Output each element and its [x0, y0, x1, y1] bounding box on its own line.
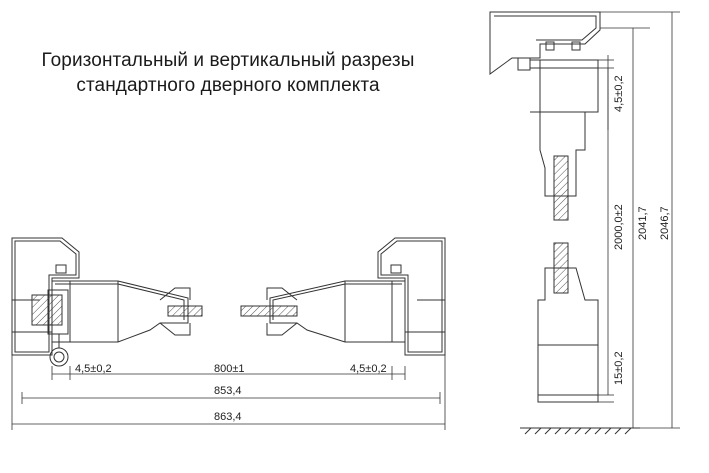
diagram-title-line-1: Горизонтальный и вертикальный разрезы — [41, 50, 415, 71]
dim-frame-gap-left: 4,5±0,2 — [75, 363, 112, 375]
left-door-leaf-profile — [51, 280, 191, 343]
top-frame-profile — [489, 11, 601, 75]
top-door-leaf-profile — [530, 59, 599, 197]
left-hinge — [31, 289, 69, 367]
right-door-leaf-profile — [266, 280, 406, 343]
vertical-dimension-lines — [598, 11, 680, 429]
floor-line — [520, 427, 640, 435]
dim-overall-height: 2046,7 — [659, 206, 671, 240]
dim-overall-width: 863,4 — [214, 411, 242, 423]
dim-frame-width: 853,4 — [214, 385, 242, 397]
top-glass-pane — [553, 155, 569, 221]
diagram-title-line-2: стандартного дверного комплекта — [76, 75, 380, 96]
right-glass-pane — [240, 305, 298, 317]
dim-top-gap: 4,5±0,2 — [613, 75, 625, 112]
dim-frame-height: 2041,7 — [637, 206, 649, 240]
dim-opening-height: 2000,0±2 — [613, 204, 625, 250]
left-glass-pane — [167, 305, 203, 317]
dim-frame-gap-right: 4,5±0,2 — [350, 363, 387, 375]
dim-bottom-gap: 15±0,2 — [613, 351, 625, 385]
left-frame-profile — [11, 237, 80, 356]
right-frame-profile — [377, 237, 446, 356]
dim-opening-width: 800±1 — [214, 363, 245, 375]
horizontal-dimension-lines — [11, 355, 446, 430]
